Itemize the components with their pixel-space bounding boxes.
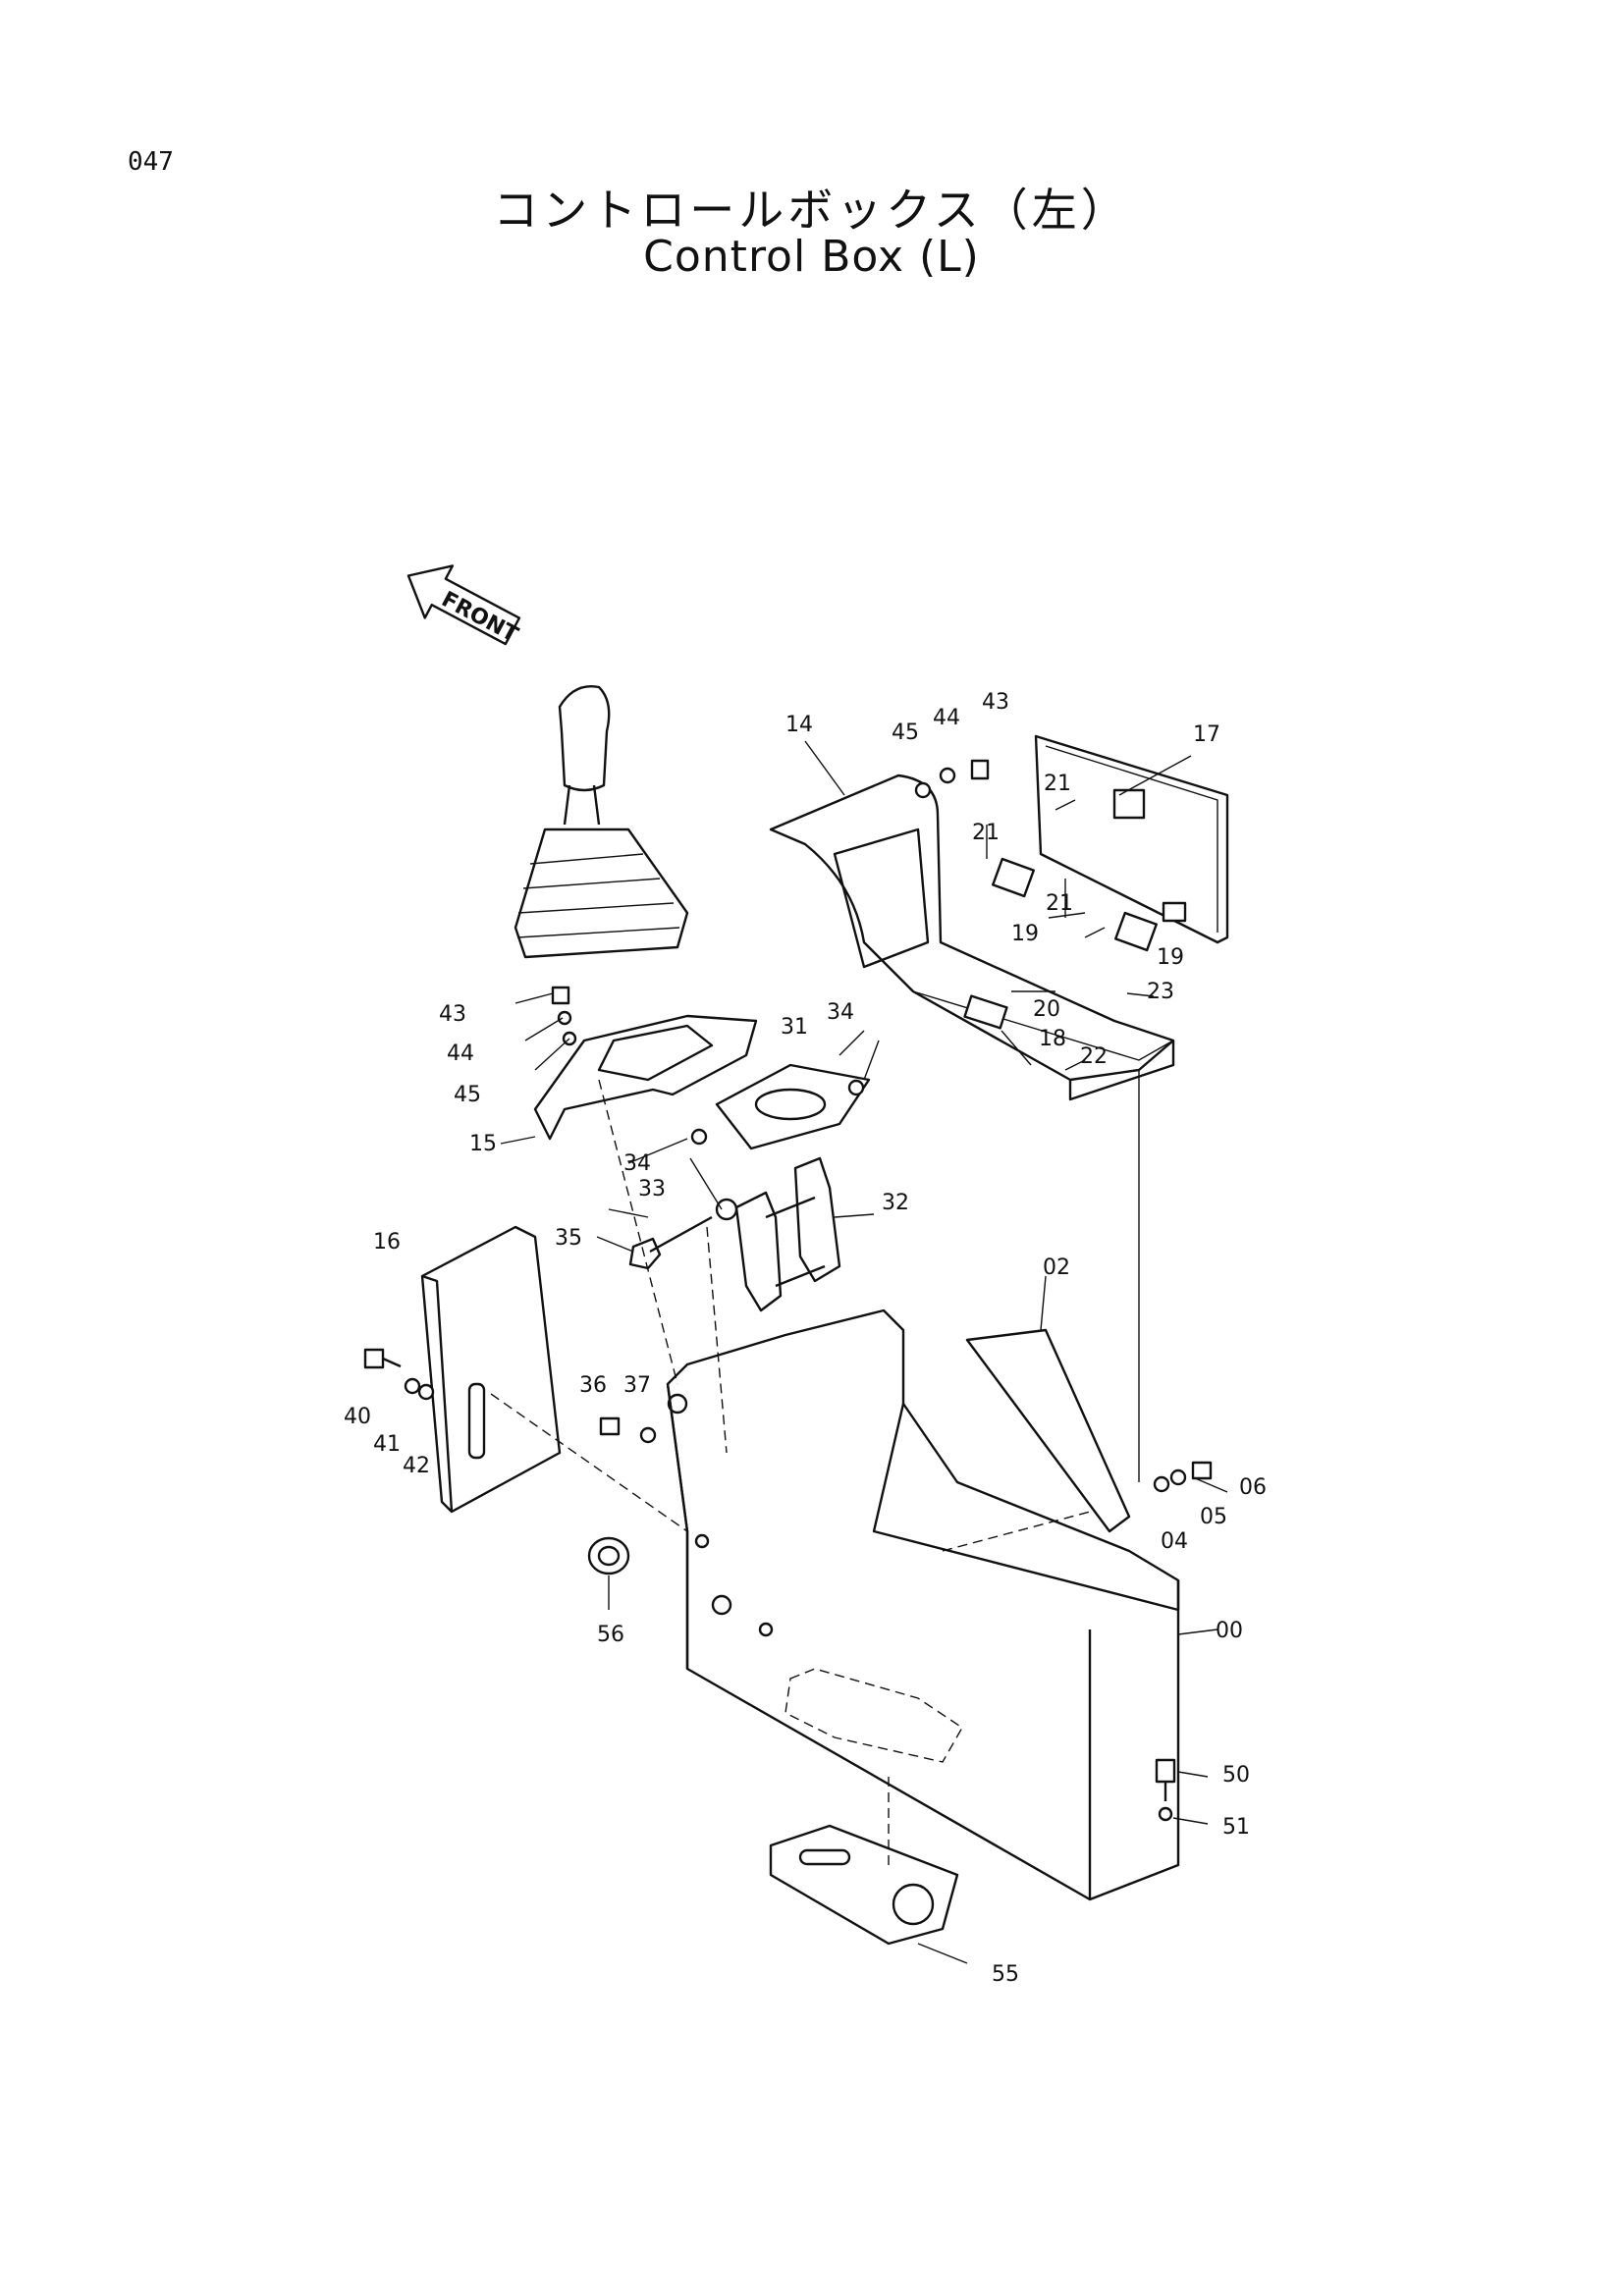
page-number: 047 bbox=[128, 147, 174, 177]
callout-45-a: 45 bbox=[892, 721, 919, 745]
part-16-side-panel bbox=[420, 1225, 562, 1514]
callout-04: 04 bbox=[1161, 1529, 1188, 1554]
callout-36: 36 bbox=[579, 1373, 607, 1398]
callout-32: 32 bbox=[882, 1191, 909, 1215]
callout-45-b: 45 bbox=[454, 1083, 481, 1107]
title-japanese: コントロールボックス（左） bbox=[493, 184, 1130, 237]
callout-44-b: 44 bbox=[447, 1041, 474, 1066]
leader-lines bbox=[490, 740, 1228, 1964]
callout-37: 37 bbox=[623, 1373, 651, 1398]
callout-06: 06 bbox=[1239, 1475, 1267, 1500]
callout-05: 05 bbox=[1200, 1505, 1227, 1529]
callout-21-a: 21 bbox=[1044, 772, 1071, 796]
callout-43-a: 43 bbox=[982, 690, 1009, 715]
callout-41: 41 bbox=[373, 1432, 401, 1457]
callout-40: 40 bbox=[344, 1405, 371, 1429]
callout-34-a: 34 bbox=[827, 1000, 854, 1025]
callout-20: 20 bbox=[1033, 997, 1060, 1022]
part-00-main-body bbox=[666, 1308, 1180, 1901]
part-32-bracket bbox=[734, 1156, 841, 1312]
callout-21-b: 21 bbox=[972, 821, 1000, 845]
callout-44-a: 44 bbox=[933, 706, 960, 730]
callout-33: 33 bbox=[638, 1177, 666, 1201]
callout-56: 56 bbox=[597, 1623, 624, 1647]
callout-19-b: 19 bbox=[1157, 945, 1184, 970]
part-15-bracket bbox=[533, 1014, 758, 1141]
callout-16: 16 bbox=[373, 1230, 401, 1255]
part-02-plate bbox=[965, 1328, 1131, 1533]
callout-22: 22 bbox=[1080, 1044, 1108, 1069]
callout-50: 50 bbox=[1222, 1763, 1250, 1788]
callout-00: 00 bbox=[1216, 1619, 1243, 1643]
callout-labels: 00 02 04 05 06 14 15 16 17 18 19 19 20 2… bbox=[344, 690, 1267, 1987]
callout-31: 31 bbox=[781, 1015, 808, 1040]
callout-02: 02 bbox=[1043, 1255, 1070, 1280]
callout-43-b: 43 bbox=[439, 1002, 466, 1027]
front-arrow-icon: FRONT bbox=[406, 564, 521, 648]
callout-34-b: 34 bbox=[623, 1151, 651, 1176]
callout-18: 18 bbox=[1039, 1027, 1066, 1051]
callout-21-c: 21 bbox=[1046, 891, 1073, 916]
callout-35: 35 bbox=[555, 1226, 582, 1251]
part-55-pad bbox=[769, 1824, 959, 1946]
callout-14: 14 bbox=[785, 713, 813, 737]
callout-17: 17 bbox=[1193, 722, 1220, 747]
callout-51: 51 bbox=[1222, 1815, 1250, 1840]
callout-15: 15 bbox=[469, 1132, 497, 1156]
title-english: Control Box (L) bbox=[643, 232, 980, 282]
callout-55: 55 bbox=[992, 1962, 1019, 1987]
part-56-grommet bbox=[587, 1536, 630, 1575]
callout-42: 42 bbox=[403, 1454, 430, 1478]
fastener-hardware bbox=[363, 759, 1213, 1822]
callout-19-a: 19 bbox=[1011, 922, 1039, 946]
part-31-plate bbox=[715, 1063, 871, 1150]
lever-knob-part bbox=[514, 685, 689, 959]
part-19-brackets bbox=[963, 857, 1158, 1030]
callout-23: 23 bbox=[1147, 980, 1174, 1004]
part-17-plate bbox=[1034, 734, 1229, 944]
part-35-bolt bbox=[628, 1198, 738, 1270]
